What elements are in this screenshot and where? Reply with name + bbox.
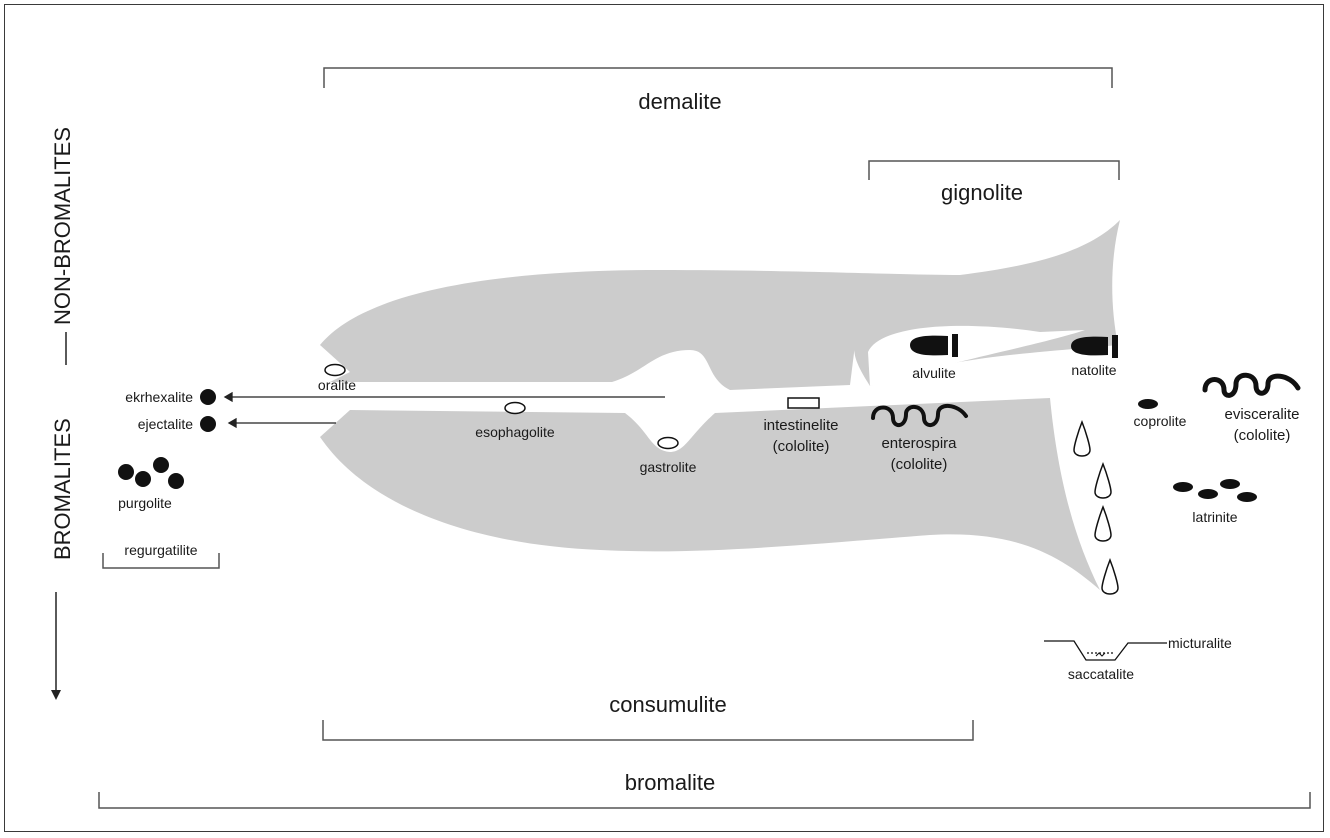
ejectalite-arrowhead xyxy=(227,417,237,429)
regurgatilite-label: regurgatilite xyxy=(124,542,197,558)
enterospira-sublabel: (cololite) xyxy=(891,456,948,473)
demalite-bracket xyxy=(323,67,1113,88)
ejectalite-dot xyxy=(200,416,216,432)
consumulite-bracket xyxy=(322,720,974,741)
alvulite-label: alvulite xyxy=(912,365,956,381)
alvulite-marker xyxy=(910,334,958,357)
enterospira-marker xyxy=(871,404,968,427)
evisceralite-label: evisceralite xyxy=(1224,406,1299,423)
axis-arrowhead xyxy=(51,690,61,700)
ejectalite-label: ejectalite xyxy=(138,416,193,432)
gignolite-label: gignolite xyxy=(941,180,1023,205)
oralite-marker xyxy=(324,363,346,377)
evisceralite-marker xyxy=(1202,372,1301,398)
purgolite-dots xyxy=(118,457,184,489)
natolite-marker xyxy=(1071,335,1118,358)
teardrop-markers xyxy=(1073,419,1119,595)
natolite-label: natolite xyxy=(1071,362,1116,378)
fish-gill-opening xyxy=(868,325,1085,386)
latrinite-label: latrinite xyxy=(1192,509,1237,525)
bromalites-label: BROMALITES xyxy=(50,418,75,560)
enterospira-label: enterospira xyxy=(881,435,957,452)
micturalite-pit xyxy=(1044,640,1167,661)
coprolite-label: coprolite xyxy=(1134,413,1187,429)
demalite-label: demalite xyxy=(638,89,721,114)
consumulite-label: consumulite xyxy=(609,692,726,717)
latrinite-marker xyxy=(1173,479,1257,502)
purgolite-label: purgolite xyxy=(118,495,172,511)
intestinelite-label: intestinelite xyxy=(763,417,838,434)
expulsion-arrows xyxy=(223,391,665,429)
fish-body xyxy=(320,220,1120,590)
evisceralite-sublabel: (cololite) xyxy=(1234,427,1291,444)
bromalite-label: bromalite xyxy=(625,770,715,795)
ekrhexalite-label: ekrhexalite xyxy=(125,389,193,405)
ekrhexalite-arrowhead xyxy=(223,391,233,403)
coprolite-marker xyxy=(1138,399,1158,409)
fish-lower-body xyxy=(320,398,1100,590)
oralite-label: oralite xyxy=(318,377,356,393)
gastrolite-marker xyxy=(657,436,679,450)
gastrolite-label: gastrolite xyxy=(640,459,697,475)
gignolite-bracket xyxy=(868,160,1120,180)
figure-frame xyxy=(4,4,1324,832)
esophagolite-marker xyxy=(504,401,526,415)
esophagolite-label: esophagolite xyxy=(475,424,555,440)
saccatalite-label: saccatalite xyxy=(1068,666,1134,682)
non-bromalites-label: NON-BROMALITES xyxy=(50,127,75,325)
intestinelite-sublabel: (cololite) xyxy=(773,438,830,455)
ekrhexalite-dot xyxy=(200,389,216,405)
intestinelite-marker xyxy=(787,397,820,409)
brackets xyxy=(98,67,1311,809)
fish-upper-body xyxy=(320,220,1120,390)
regurgatilite-bracket xyxy=(102,553,220,569)
bromalite-bracket xyxy=(98,792,1311,809)
micturalite-label: micturalite xyxy=(1168,635,1232,651)
